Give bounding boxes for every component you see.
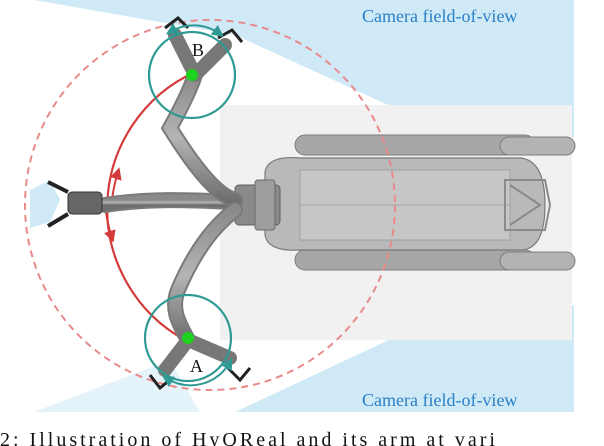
- point-a-marker: [182, 332, 194, 344]
- teal-arrow-a: [161, 357, 233, 387]
- point-b-label: B: [192, 40, 204, 60]
- figure-caption: 2: Illustration of HyQReal and its arm a…: [0, 429, 498, 446]
- point-b-marker: [186, 69, 198, 81]
- camera-fov-label-bottom: Camera field-of-view: [362, 390, 517, 410]
- fov-left: [30, 180, 60, 228]
- fov-top: [34, 0, 574, 138]
- point-a-label: A: [190, 356, 203, 376]
- robot-body: [234, 134, 576, 271]
- fov-bottom-left: [34, 360, 200, 412]
- workspace-circle: [24, 19, 396, 391]
- robot-arm: [46, 16, 252, 391]
- teal-arrow-b: [165, 23, 224, 37]
- camera-fov-label-top: Camera field-of-view: [362, 6, 517, 26]
